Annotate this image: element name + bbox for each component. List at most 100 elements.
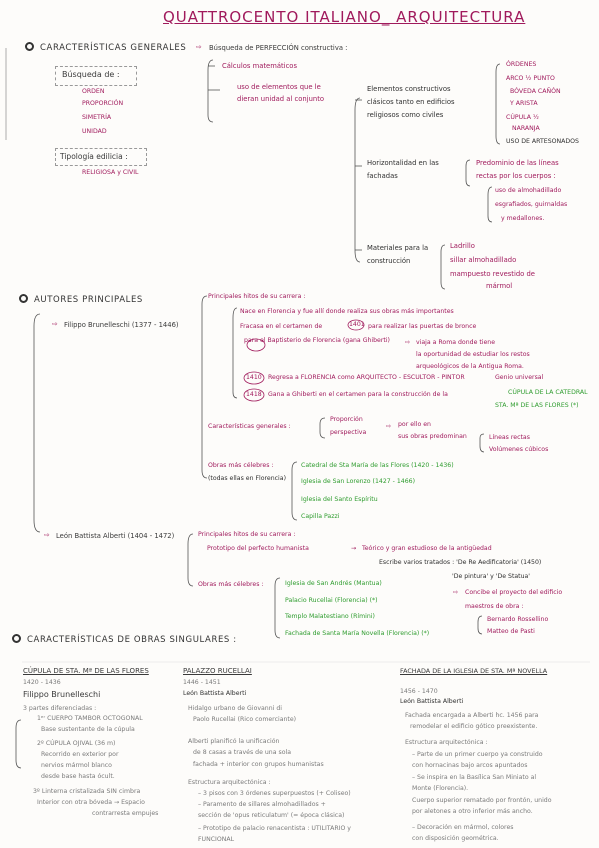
perfeccion-text: Búsqueda de PERFECCIÓN constructiva : — [209, 44, 348, 52]
predominio-item: y medallones. — [501, 215, 545, 222]
a-obra-item: Fachada de Santa María Novella (Florenci… — [285, 630, 430, 637]
arrow-icon: → — [351, 545, 357, 552]
col3-line: Monte (Florencia). — [412, 785, 469, 792]
col1-intro: 3 partes diferenciadas : — [23, 705, 97, 712]
a-proto: Prototipo del perfecto humanista — [207, 545, 309, 552]
horizontalidad-text: Horizontalidad en las — [367, 159, 439, 167]
col3-line: – Se inspira en la Basílica San Miniato … — [412, 774, 537, 781]
col1-line: contrarresta empujes — [92, 810, 159, 817]
tipologia-box — [55, 148, 147, 166]
a-maestro-item: Matteo de Pasti — [487, 628, 535, 635]
col1-line: Recorrido en exterior por — [41, 751, 119, 758]
col1-author: Filippo Brunelleschi — [23, 690, 101, 699]
order-item: CÚPULA ½ — [506, 114, 539, 121]
material-item: Ladrillo — [450, 242, 475, 250]
col1-line: desde base hasta ócult. — [41, 773, 115, 780]
hito-text: Fracasa en el certamen de — [240, 323, 323, 330]
arrow-icon: ⇨ — [386, 423, 392, 430]
a-obra-item: Palacio Rucellai (Florencia) (*) — [285, 597, 378, 604]
tipologia-value: RELIGIOSA y CIVIL — [82, 169, 139, 176]
busqueda-item: PROPORCIÓN — [82, 100, 124, 107]
caract-label: Características generales : — [208, 423, 291, 430]
col3-line: remodelar el edificio gótico preexistent… — [410, 723, 538, 730]
material-item: mampuesto revestido de — [450, 270, 535, 278]
arrow-icon: ⇨ — [196, 43, 202, 51]
a-tratados: Escribe varios tratados : 'De Re Aedific… — [379, 559, 542, 566]
materiales-text: Materiales para la — [367, 244, 429, 252]
col2-line: FUNCIONAL — [198, 836, 235, 843]
prop-text: Proporción — [330, 416, 363, 423]
busqueda-item: ORDEN — [82, 88, 105, 95]
predominio-text: Predominio de las líneas — [476, 159, 559, 167]
page-title: QUATTROCENTO ITALIANO_ ARQUITECTURA — [163, 8, 526, 26]
hito-text: arqueológicos de la Antigua Roma. — [416, 363, 524, 370]
obras-label: Obras más célebres : — [208, 462, 274, 469]
materiales-text: construcción — [367, 257, 411, 265]
obra-item: Iglesia del Santo Espíritu — [301, 496, 378, 503]
brunelleschi-name: Filippo Brunelleschi (1377 - 1446) — [64, 321, 179, 329]
section-bullet-icon — [25, 42, 34, 51]
section-bullet-icon — [12, 634, 21, 643]
obra-item: Catedral de Sta María de las Flores (142… — [301, 462, 454, 469]
calculos-text: Cálculos matemáticos — [222, 62, 298, 70]
col3-line: por aletones a otro inferior más ancho. — [412, 808, 533, 815]
tipologia-label: Tipología edilicia : — [60, 152, 128, 161]
alberti-name: León Battista Alberti (1404 - 1472) — [56, 532, 175, 540]
col3-line: – Decoración en mármol, colores — [412, 824, 514, 831]
col2-line: Paolo Rucellai (Rico comerciante) — [193, 716, 297, 723]
elementos-text: Elementos constructivos — [367, 85, 451, 93]
col2-line: – 3 pisos con 3 órdenes superpuestos (+ … — [198, 790, 351, 797]
col3-line: con disposición geométrica. — [412, 835, 499, 842]
col2-line: fachada + interior con grupos humanistas — [193, 761, 324, 768]
arrow-icon: ⇨ — [44, 531, 50, 539]
material-item: sillar almohadillado — [450, 256, 517, 264]
arrow-icon: ⇨ — [453, 589, 459, 596]
lineas-text: Líneas rectas — [489, 434, 530, 441]
predominio-item: esgrafiados, guirnaldas — [495, 201, 568, 208]
col2-line: Estructura arquitectónica : — [188, 779, 271, 786]
hito-text: para el Baptisterio de Florencia (gana G… — [244, 337, 390, 344]
col3-dates: 1456 - 1470 — [400, 688, 438, 695]
obras-note: (todas ellas en Florencia) — [208, 475, 286, 482]
a-maestros: maestros de obra : — [465, 603, 524, 610]
arrow-icon: ⇨ — [405, 339, 411, 346]
lineas-text: Volúmenes cúbicos — [489, 446, 549, 453]
col2-line: – Prototipo de palacio renacentista : UT… — [198, 825, 351, 832]
col2-line: de 8 casas a través de una sola — [193, 749, 292, 756]
order-item: ARCO ½ PUNTO — [506, 75, 555, 82]
hitos-label: Principales hitos de su carrera : — [208, 293, 306, 300]
col1-line: Interior con otra bóveda → Espacio — [37, 799, 145, 806]
col1-line: nervios mármol blanco — [41, 762, 112, 769]
hito-text: la oportunidad de estudiar los restos — [416, 351, 530, 358]
col2-line: – Paramento de sillares almohadillados + — [198, 801, 326, 808]
col1-dates: 1420 - 1436 — [23, 679, 61, 686]
col3-title: FACHADA DE LA IGLESIA DE STA. Mª NOVELLA — [400, 667, 548, 675]
hito-text: Nace en Florencia y fue allí donde reali… — [240, 308, 454, 315]
predominio-text: rectas por los cuerpos : — [476, 172, 556, 180]
a-maestro-item: Bernardo Rossellino — [487, 616, 549, 623]
hito-text: viaja a Roma donde tiene — [416, 339, 496, 346]
hito-text: Regresa a FLORENCIA como ARQUITECTO - ES… — [268, 374, 465, 381]
order-item: Y ARISTA — [510, 100, 538, 107]
col3-author: León Battista Alberti — [400, 698, 464, 705]
col1-title: CÚPULA DE STA. Mª DE LAS FLORES — [23, 667, 149, 675]
order-item: ÓRDENES — [506, 61, 537, 68]
busqueda-item: UNIDAD — [82, 128, 107, 135]
section-bullet-icon — [19, 294, 28, 303]
section-heading-generales: CARACTERÍSTICAS GENERALES — [40, 43, 187, 53]
order-item: USO DE ARTESONADOS — [506, 138, 579, 145]
busqueda-item: SIMETRÍA — [82, 114, 112, 121]
uso-text: uso de elementos que le — [237, 83, 321, 91]
hito-text: para realizar las puertas de bronce — [368, 323, 477, 330]
year-1410: 1410 — [246, 374, 262, 381]
col2-line: Alberti planificó la unificación — [188, 738, 280, 745]
horizontalidad-text: fachadas — [367, 172, 398, 180]
year-1401: 1401 — [349, 321, 365, 328]
material-item: mármol — [486, 282, 513, 290]
predominio-item: uso de almohadillado — [495, 187, 562, 194]
a-concibe: Concibe el proyecto del edificio — [465, 589, 563, 596]
col2-line: sección de 'opus reticulatum' (= época c… — [198, 812, 345, 819]
a-teorico: Teórico y gran estudioso de la antigüeda… — [362, 545, 492, 552]
hito-text: Gana a Ghiberti en el certamen para la c… — [268, 391, 448, 398]
col3-line: Estructura arquitectónica : — [405, 739, 488, 746]
